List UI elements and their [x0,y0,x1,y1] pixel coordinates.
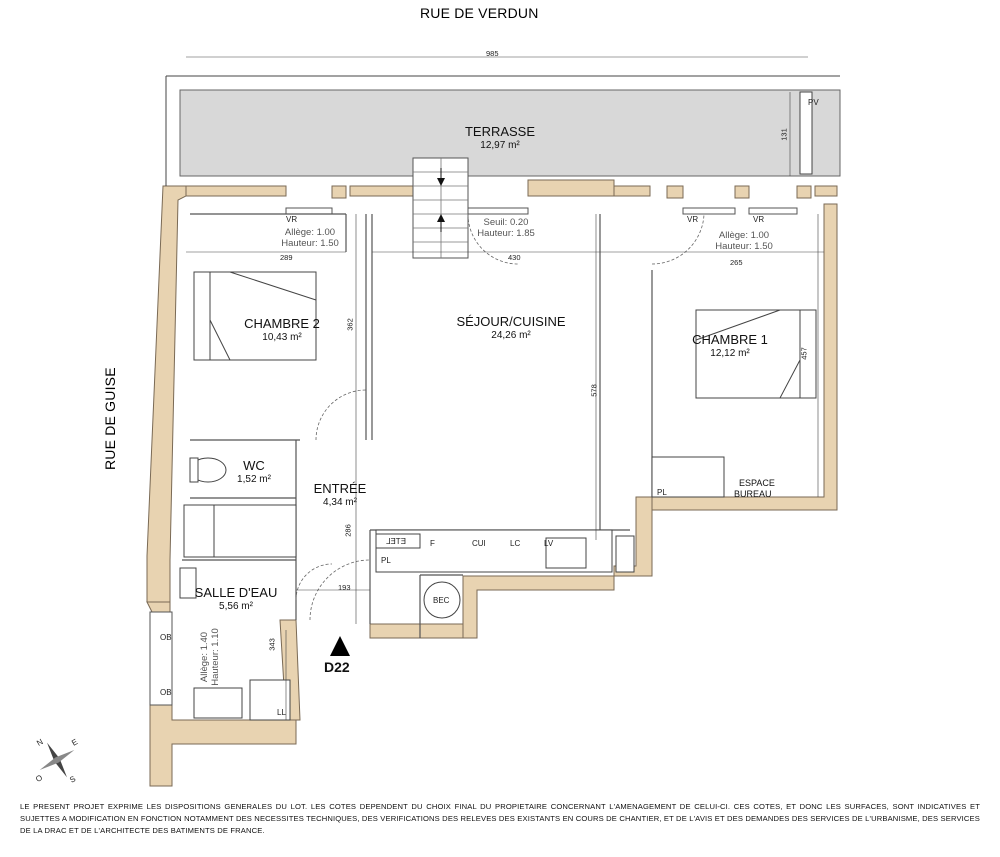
bed-chambre-1 [695,309,817,399]
disclaimer-text: LE PRESENT PROJET EXPRIME LES DISPOSITIO… [20,802,980,835]
pl-label-bureau: PL [657,488,667,497]
cui-label: CUI [472,539,486,548]
window-note-chambre-1: Allège: 1.00 Hauteur: 1.50 [715,230,773,252]
north-wall-seg-3 [349,185,414,197]
compass-icon [39,742,75,778]
lv-label: LV [544,539,554,548]
shower [183,504,215,558]
vr-label-chambre-2: VR [286,215,298,224]
walls [146,179,838,787]
room-area: 12,97 m² [480,140,520,151]
dimension-lines [186,56,824,720]
etel-cabinet [375,533,421,549]
north-wall-seg-8 [796,185,812,199]
f-label: F [430,539,435,548]
bed-chambre-2 [193,271,317,361]
room-name: TERRASSE [464,124,536,139]
north-wall-seg-4 [527,179,615,197]
vanity [179,567,197,599]
pv-label: PV [808,98,819,107]
room-name: CHAMBRE 2 [244,316,320,331]
north-wall-seg-6 [666,185,684,199]
north-wall-seg-2 [331,185,347,199]
dim-salle-eau-depth: 343 [267,638,277,651]
north-wall-seg-9 [814,185,838,197]
room-sejour-cuisine: SÉJOUR/CUISINE 24,26 m² [436,314,586,341]
vr-label-chambre-1a: VR [687,215,699,224]
south-wall-mid [462,575,615,639]
windows [149,207,798,706]
dim-entree-width: 193 [338,583,351,592]
south-west-wall [149,704,297,787]
water-heater [423,581,461,619]
west-wall-lower [146,601,171,613]
ob-label-bottom: OB [160,688,172,697]
north-wall-seg-1 [185,185,287,197]
west-wall [146,185,187,603]
room-wc: WC 1,52 m² [224,458,284,485]
sink-unit [193,687,243,719]
room-entree: ENTRÉE 4,34 m² [305,481,375,508]
terrace-floor [179,89,841,177]
terrace [165,75,841,259]
street-west-label: RUE DE GUISE [102,367,118,470]
room-terrasse: TERRASSE 12,97 m² [440,124,560,151]
dim-entree-depth: 286 [343,524,353,537]
etel-label: ETEL [386,537,407,546]
planter-box [799,91,813,175]
dim-chambre2-width: 289 [280,253,293,262]
ob-label-top: OB [160,633,172,642]
room-area: 4,34 m² [323,497,357,508]
room-name: ENTRÉE [313,481,367,496]
ll-unit [249,679,291,721]
sink [545,537,587,569]
window-note-salle-eau: Allège: 1.40 Hauteur: 1.10 [199,628,221,686]
window-note-chambre-2: Allège: 1.00 Hauteur: 1.50 [281,227,339,249]
dim-sejour-width: 430 [508,253,521,262]
room-area: 10,43 m² [262,332,302,343]
pl-label-kitchen: PL [381,556,391,565]
lc-label: LC [510,539,521,548]
door-swings [295,213,705,621]
room-area: 24,26 m² [491,330,531,341]
room-name: CHAMBRE 1 [692,332,768,347]
room-name: WC [243,458,265,473]
vr-label-chambre-1b: VR [753,215,765,224]
furniture [179,271,817,721]
desk [651,456,725,498]
room-area: 1,52 m² [237,474,271,485]
room-chambre-1: CHAMBRE 1 12,12 m² [670,332,790,359]
south-wall-west [369,623,464,639]
room-salle-eau: SALLE D'EAU 5,56 m² [186,585,286,612]
lot-code: D22 [324,659,350,675]
dim-chambre1-width: 265 [730,258,743,267]
north-wall-seg-7 [734,185,750,199]
dim-terrasse-depth: 131 [779,128,789,141]
dim-total-width: 985 [486,49,499,58]
ll-label: LL [277,708,286,717]
dim-chambre1-depth: 457 [799,347,809,360]
room-name: ESPACE BUREAU [734,478,775,499]
room-area: 5,56 m² [219,601,253,612]
dim-sejour-depth: 578 [589,384,599,397]
room-name: SALLE D'EAU [194,585,278,600]
room-chambre-2: CHAMBRE 2 10,43 m² [222,316,342,343]
room-espace-bureau: ESPACE BUREAU [734,467,794,500]
oven-cabinet [615,535,635,573]
dim-chambre2-depth: 362 [345,318,355,331]
street-north-label: RUE DE VERDUN [420,5,539,21]
bec-label: BEC [433,596,450,605]
room-area: 12,12 m² [710,348,750,359]
entrance-marker-icon [330,636,350,656]
washbasin-unit [213,504,297,558]
window-note-sejour: Seuil: 0.20 Hauteur: 1.85 [477,217,535,239]
north-wall-seg-5 [613,185,651,197]
room-name: SÉJOUR/CUISINE [456,314,566,329]
